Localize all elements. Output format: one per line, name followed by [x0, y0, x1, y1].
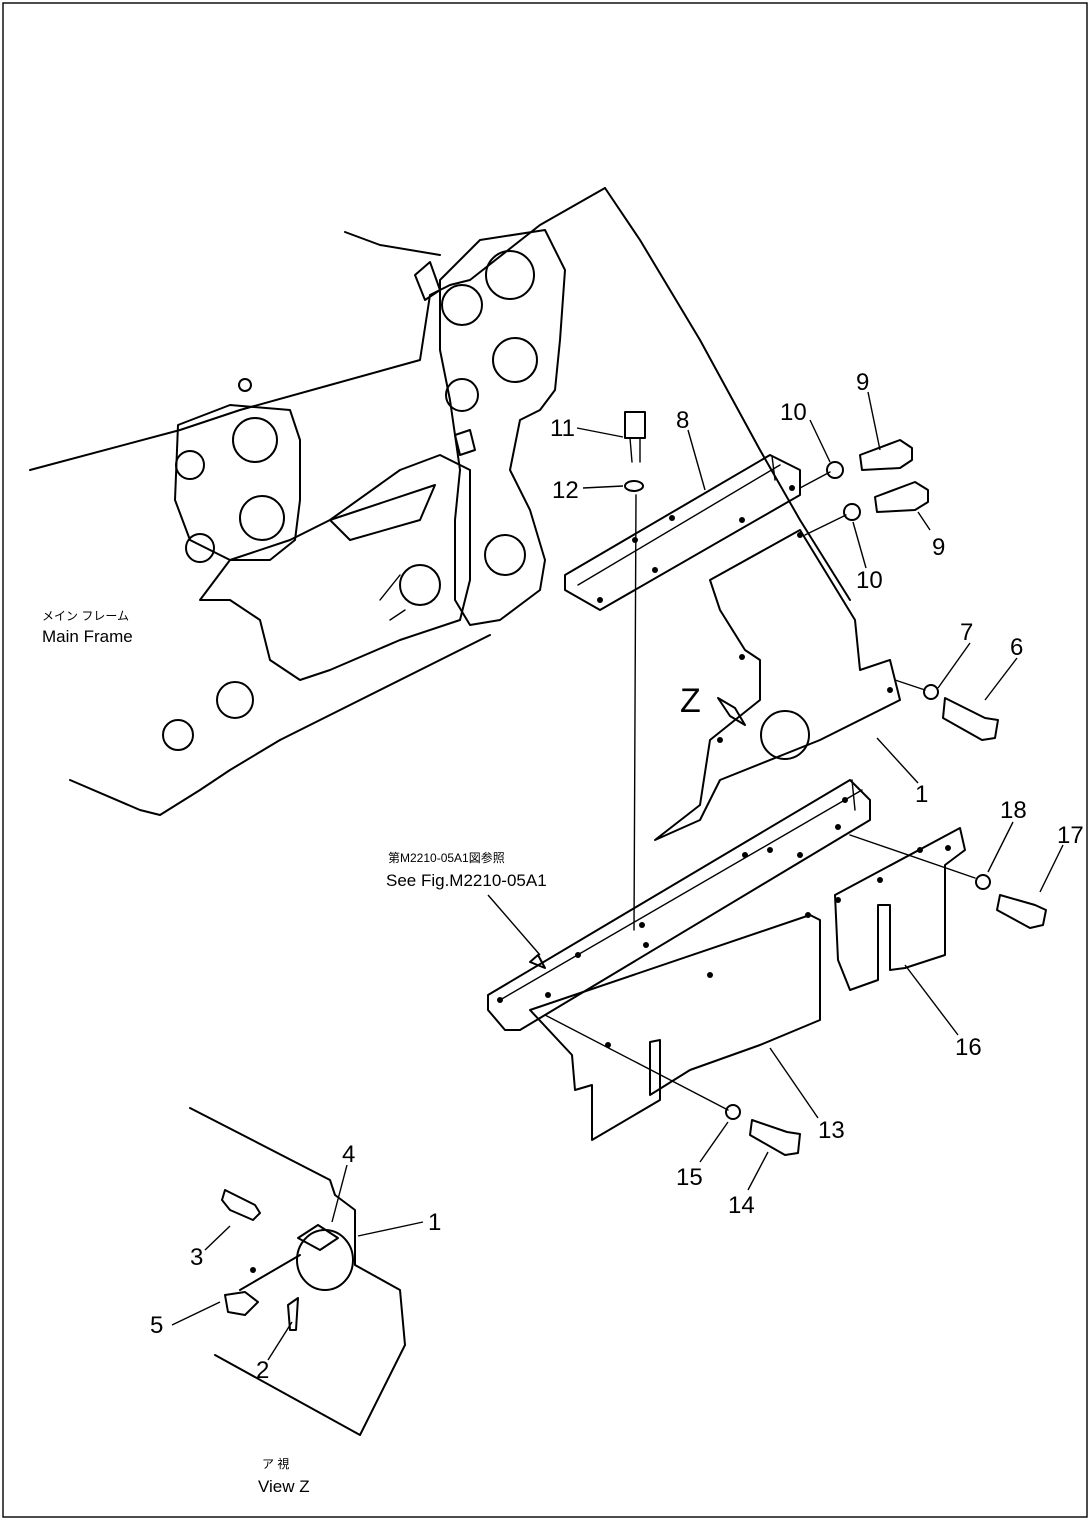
washer-15: [725, 1104, 741, 1120]
lower-bracket: [487, 779, 871, 1031]
main-frame-label: Main Frame: [42, 627, 133, 646]
washer-10-lower: [843, 503, 861, 521]
callout-6: 6: [1010, 634, 1023, 661]
callout-12: 12: [552, 477, 579, 504]
callout-10-upper: 10: [780, 399, 807, 426]
callout-9-lower: 9: [932, 534, 945, 561]
pin-5: [224, 1291, 259, 1316]
bolt-17-axis: [849, 834, 976, 879]
callout-15: 15: [676, 1164, 703, 1191]
callout-5: 5: [150, 1312, 163, 1339]
callout-9-upper: 9: [856, 369, 869, 396]
washer-10-upper: [826, 461, 844, 479]
callout-17: 17: [1057, 822, 1084, 849]
main-frame-part: [29, 187, 851, 816]
callout-7: 7: [960, 619, 973, 646]
bolt-14-axis: [544, 1014, 729, 1111]
washer-12: [624, 480, 644, 492]
see-fig-label: See Fig.M2210-05A1: [386, 871, 547, 890]
bracket-8: [564, 454, 801, 611]
view-z-arrow: [717, 697, 746, 726]
callout-3: 3: [190, 1244, 203, 1271]
callout-1-view-z: 1: [428, 1209, 441, 1236]
view-z-label-jp: ア 視: [262, 1456, 289, 1471]
callout-10-lower: 10: [856, 567, 883, 594]
leader-lines: [171, 391, 1064, 1361]
callout-1-main: 1: [915, 781, 928, 808]
z-marker: Z: [680, 682, 701, 720]
callout-2: 2: [256, 1357, 269, 1384]
bolt-6-axis: [894, 679, 926, 691]
bolt-9-axis-lower: [804, 514, 847, 536]
bolt-11-axis-line: [633, 494, 637, 931]
callout-4: 4: [342, 1141, 355, 1168]
bolt-9-lower: [874, 481, 929, 513]
callout-13: 13: [818, 1117, 845, 1144]
washer-7: [923, 684, 939, 700]
bolt-9-upper: [859, 439, 913, 471]
bolt-14: [749, 1119, 801, 1156]
callout-14: 14: [728, 1192, 755, 1219]
bolt-9-axis-upper: [799, 471, 831, 489]
main-frame-label-jp: メイン フレーム: [42, 609, 129, 623]
washer-18: [975, 874, 991, 890]
cover-16: [834, 827, 966, 991]
bolt-11: [624, 411, 646, 463]
view-z-label: View Z: [258, 1477, 310, 1496]
cotter-pin-2: [287, 1297, 299, 1331]
see-fig-label-jp: 第M2210-05A1図参照: [388, 850, 505, 865]
bolt-3: [221, 1189, 261, 1221]
callout-18: 18: [1000, 797, 1027, 824]
callout-11: 11: [550, 415, 575, 442]
bolt-17: [996, 894, 1047, 929]
cover-1: [654, 529, 901, 841]
callout-8: 8: [676, 407, 689, 434]
cover-13: [529, 912, 821, 1141]
view-z-detail: [189, 1107, 406, 1436]
bolt-6: [942, 697, 999, 741]
callout-16: 16: [955, 1034, 982, 1061]
